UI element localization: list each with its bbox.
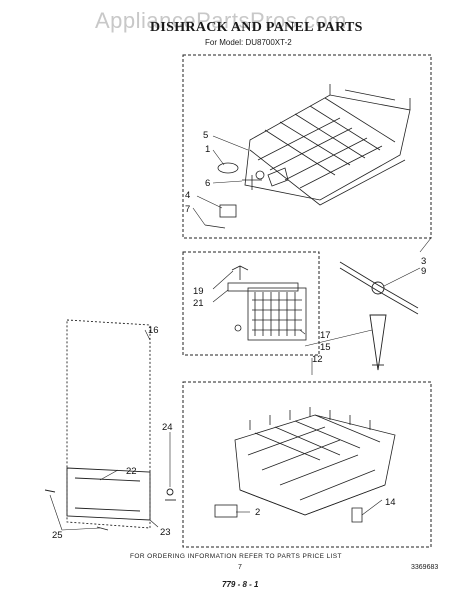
callout-21: 21 (193, 298, 204, 309)
upper-rack-frame (182, 54, 432, 239)
page-number: 7 (238, 564, 242, 571)
spray-arm-assembly (339, 261, 419, 371)
callout-1: 1 (205, 144, 210, 155)
callout-12: 12 (312, 354, 323, 365)
ordering-note: FOR ORDERING INFORMATION REFER TO PARTS … (130, 553, 342, 560)
callout-7: 7 (185, 204, 190, 215)
callout-25: 25 (52, 530, 63, 541)
model-subtitle: For Model: DU8700XT-2 (205, 38, 292, 47)
footer-code: 779 - 8 - 1 (222, 580, 259, 589)
lower-rack-frame (182, 381, 432, 548)
page-title: DISHRACK AND PANEL PARTS (150, 20, 363, 35)
callout-19: 19 (193, 286, 204, 297)
wash-arm-parts (227, 265, 307, 341)
lower-dishrack-illustration (214, 407, 396, 523)
callout-3: 3 (421, 256, 426, 267)
wash-arm-frame (182, 251, 320, 356)
callout-22: 22 (126, 466, 137, 477)
callout-17: 17 (320, 330, 331, 341)
callout-14: 14 (385, 497, 396, 508)
callout-16: 16 (148, 325, 159, 336)
callout-4: 4 (185, 190, 190, 201)
callout-24: 24 (162, 422, 173, 433)
callout-5: 5 (203, 130, 208, 141)
upper-rack-small-parts (204, 162, 262, 229)
callout-2: 2 (255, 507, 260, 518)
leader-lines (49, 135, 432, 531)
upper-dishrack-illustration (244, 84, 411, 206)
watermark: AppliancePartsPros.com (95, 8, 347, 33)
door-panel-illustration (44, 319, 176, 531)
callout-9: 9 (421, 266, 426, 277)
callout-6: 6 (205, 178, 210, 189)
callout-15: 15 (320, 342, 331, 353)
part-number: 3369683 (411, 564, 439, 571)
callout-23: 23 (160, 527, 171, 538)
